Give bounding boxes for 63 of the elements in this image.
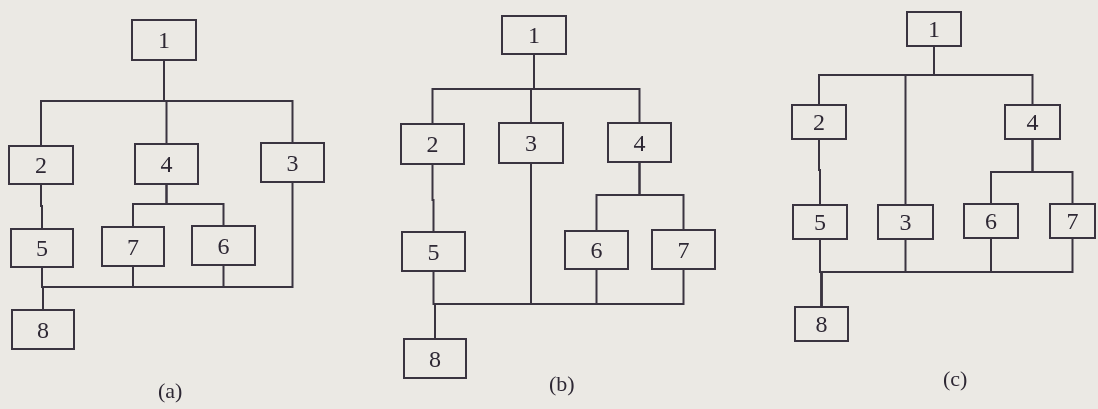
number-box (134, 143, 199, 185)
node-number: 6 (590, 238, 603, 262)
number-box (11, 309, 75, 350)
connector-line (165, 184, 225, 226)
node-number: 4 (633, 130, 646, 155)
connector-line (533, 54, 641, 123)
node-number: 8 (37, 317, 49, 342)
connector-line (42, 182, 294, 310)
node-number: 1 (528, 23, 540, 47)
node-number: 3 (525, 131, 537, 155)
number-box (498, 122, 564, 164)
connector-line (818, 139, 821, 205)
number-box (564, 230, 629, 270)
number-box (131, 19, 197, 61)
connector-line (1031, 139, 1074, 204)
number-box (963, 203, 1019, 239)
number-box (8, 145, 74, 185)
number-box (1004, 104, 1061, 140)
connector-line (638, 162, 685, 230)
node-number: 2 (426, 132, 439, 156)
node-number: 2 (35, 153, 47, 177)
node-number: 3 (286, 150, 299, 175)
node-number: 4 (160, 152, 173, 176)
number-box (403, 338, 467, 379)
node-number: 8 (815, 312, 828, 336)
number-box (794, 306, 849, 342)
number-box (191, 225, 256, 266)
number-box (260, 142, 325, 183)
node-number: 1 (928, 17, 940, 41)
number-box (501, 15, 567, 55)
number-box (791, 104, 847, 140)
number-box (792, 204, 848, 240)
connector-line (820, 238, 1074, 307)
number-box (1049, 203, 1096, 239)
number-box (651, 229, 716, 270)
number-box (906, 11, 962, 47)
connector-line (163, 60, 294, 143)
node-number: 8 (429, 346, 441, 371)
node-number: 3 (899, 210, 912, 234)
connector-line (431, 164, 435, 232)
node-number: 7 (1066, 209, 1079, 233)
number-box (401, 231, 466, 272)
node-number: 6 (985, 209, 997, 233)
number-box (400, 123, 465, 165)
number-box (877, 204, 934, 240)
node-number: 2 (813, 110, 825, 134)
connector-line (933, 46, 1034, 105)
node-number: 5 (814, 210, 826, 234)
connector-line (40, 184, 43, 229)
node-number: 1 (158, 28, 170, 52)
panel-label: (c) (943, 366, 968, 392)
panel-label: (a) (158, 378, 183, 404)
node-number: 5 (36, 236, 48, 260)
connector-line (434, 269, 685, 339)
panel-label: (b) (549, 371, 575, 397)
number-box (10, 228, 74, 268)
node-number: 7 (677, 237, 690, 262)
node-number: 4 (1026, 110, 1039, 134)
number-box (607, 122, 672, 163)
node-number: 6 (217, 233, 230, 258)
node-number: 7 (127, 234, 139, 259)
node-number: 5 (427, 239, 440, 264)
number-box (101, 226, 165, 267)
